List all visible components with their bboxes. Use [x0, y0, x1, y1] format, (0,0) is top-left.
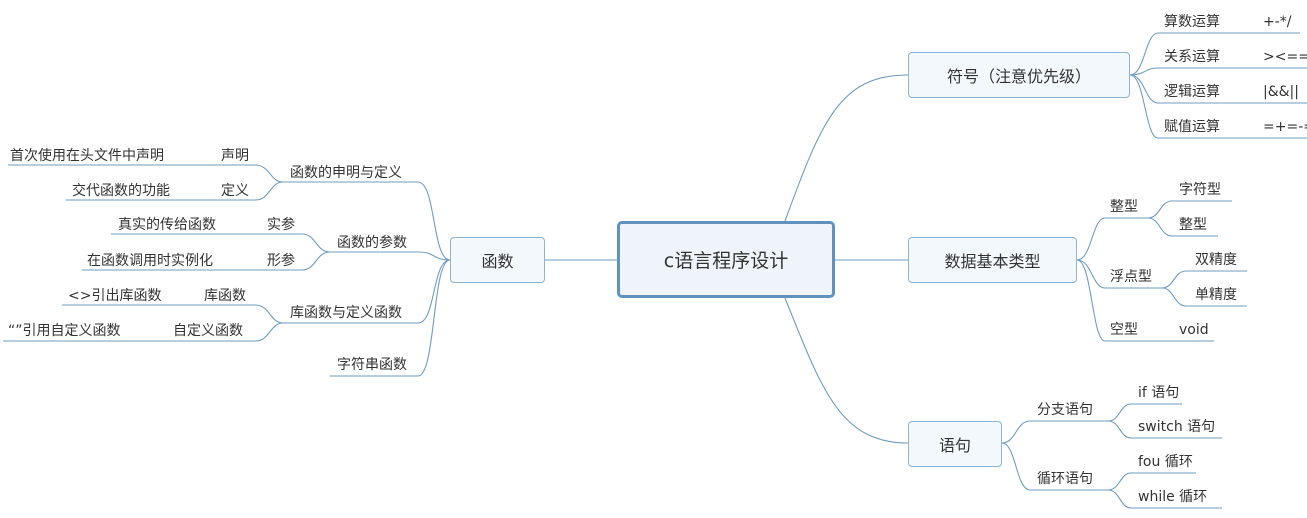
subtopic-assignment-operators[interactable]: =+=-=	[1263, 119, 1307, 135]
root-topic-label: c语言程序设计	[663, 250, 789, 272]
subtopic-arithmetic[interactable]: 算数运算	[1164, 14, 1220, 30]
subtopic-actual-param-desc[interactable]: 真实的传给函数	[118, 217, 216, 233]
subtopic-declaration-desc[interactable]: 首次使用在头文件中声明	[10, 148, 164, 164]
subtopic-custom-func-desc[interactable]: “”引用自定义函数	[8, 323, 121, 339]
topic-data-types-label: 数据基本类型	[944, 252, 1041, 271]
topic-functions[interactable]: 函数	[450, 237, 545, 283]
topic-statements-label: 语句	[938, 436, 971, 455]
subtopic-relational-operators[interactable]: ><==	[1263, 49, 1307, 65]
subtopic-void-type[interactable]: 空型	[1110, 322, 1138, 338]
subtopic-single[interactable]: 单精度	[1195, 287, 1237, 303]
subtopic-if[interactable]: if 语句	[1138, 385, 1180, 401]
subtopic-formal-param[interactable]: 形参	[267, 253, 295, 269]
subtopic-double[interactable]: 双精度	[1195, 252, 1237, 268]
topic-statements[interactable]: 语句	[908, 421, 1002, 467]
subtopic-library[interactable]: 库函数与定义函数	[290, 305, 402, 321]
subtopic-declaration[interactable]: 声明	[221, 148, 249, 164]
subtopic-custom-func[interactable]: 自定义函数	[173, 323, 243, 339]
subtopic-declare-define[interactable]: 函数的申明与定义	[290, 165, 402, 181]
subtopic-while[interactable]: while 循环	[1138, 489, 1208, 505]
subtopic-int[interactable]: 整型	[1179, 217, 1207, 233]
topic-symbols[interactable]: 符号（注意优先级）	[908, 52, 1130, 98]
subtopic-library-func-desc[interactable]: <>引出库函数	[68, 288, 162, 304]
subtopic-definition[interactable]: 定义	[221, 183, 249, 199]
subtopic-void-keyword[interactable]: void	[1179, 322, 1209, 338]
subtopic-logical-operators[interactable]: |&&||	[1263, 84, 1299, 100]
subtopic-actual-param[interactable]: 实参	[267, 217, 295, 233]
subtopic-formal-param-desc[interactable]: 在函数调用时实例化	[87, 253, 213, 269]
topic-functions-label: 函数	[481, 252, 514, 271]
subtopic-library-func[interactable]: 库函数	[204, 288, 246, 304]
subtopic-switch[interactable]: switch 语句	[1138, 419, 1216, 435]
topic-data-types[interactable]: 数据基本类型	[908, 237, 1077, 283]
subtopic-for[interactable]: fou 循环	[1138, 454, 1193, 470]
subtopic-branch[interactable]: 分支语句	[1037, 402, 1093, 418]
subtopic-float[interactable]: 浮点型	[1110, 269, 1152, 285]
subtopic-logical[interactable]: 逻辑运算	[1164, 84, 1220, 100]
subtopic-loop[interactable]: 循环语句	[1037, 471, 1093, 487]
subtopic-params[interactable]: 函数的参数	[337, 235, 407, 251]
subtopic-string-func[interactable]: 字符串函数	[337, 357, 407, 373]
root-topic[interactable]: c语言程序设计	[617, 221, 835, 298]
subtopic-integer[interactable]: 整型	[1110, 199, 1138, 215]
subtopic-arithmetic-operators[interactable]: +-*/	[1263, 14, 1292, 30]
topic-symbols-label: 符号（注意优先级）	[946, 67, 1091, 86]
subtopic-assignment[interactable]: 赋值运算	[1164, 119, 1220, 135]
subtopic-relational[interactable]: 关系运算	[1164, 49, 1220, 65]
subtopic-char[interactable]: 字符型	[1179, 182, 1221, 198]
subtopic-definition-desc[interactable]: 交代函数的功能	[72, 183, 170, 199]
